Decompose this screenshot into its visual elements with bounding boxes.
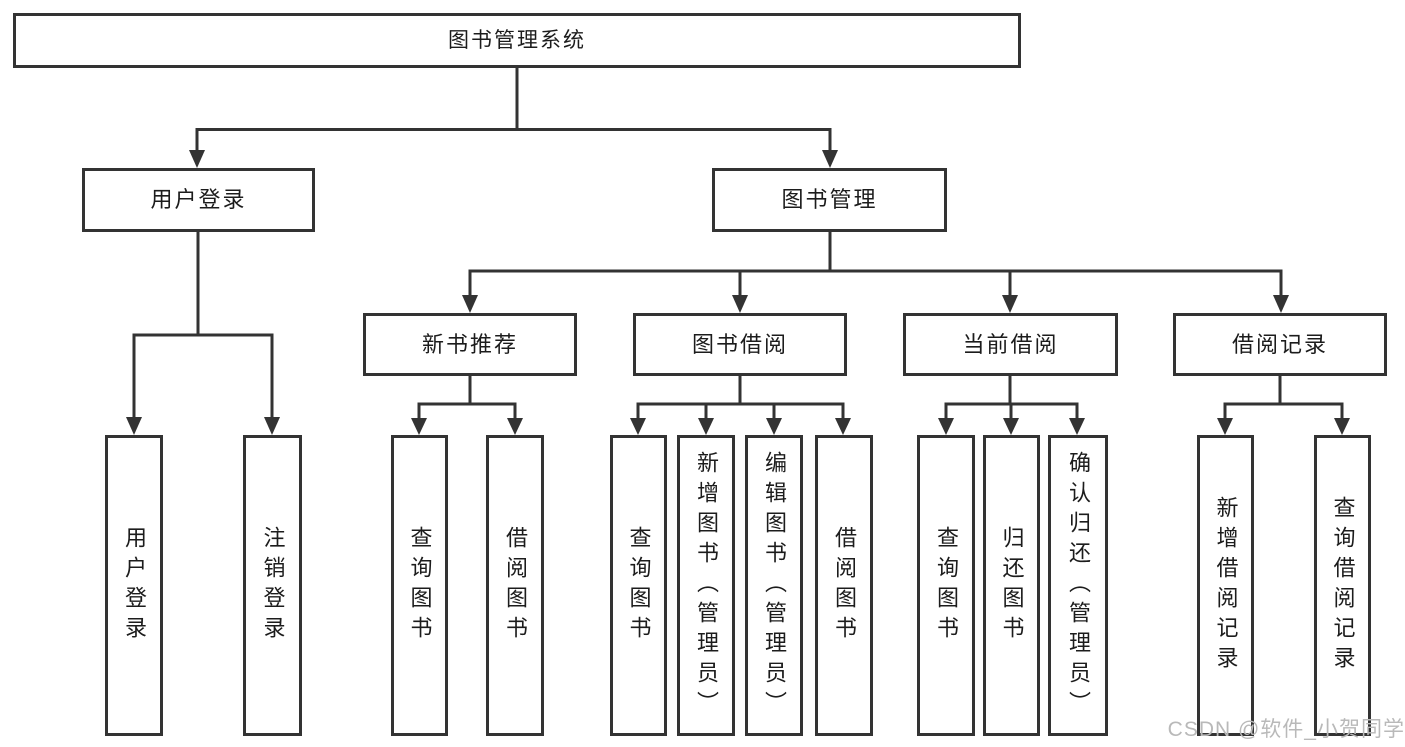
leaf-add-books-admin: 新增图书（管理员） bbox=[677, 435, 735, 736]
leaf-query-borrow-record: 查询借阅记录 bbox=[1314, 435, 1371, 736]
connector-user-login-children bbox=[126, 232, 280, 435]
leaf-borrow-books: 借阅图书 bbox=[815, 435, 873, 736]
connector-root-to-level2 bbox=[189, 68, 838, 168]
connector-borrow-record-children bbox=[1217, 376, 1350, 435]
connector-current-borrow-children bbox=[938, 376, 1085, 435]
leaf-logout: 注销登录 bbox=[243, 435, 302, 736]
leaf-return-books: 归还图书 bbox=[983, 435, 1040, 736]
leaf-edit-books-admin: 编辑图书（管理员） bbox=[745, 435, 803, 736]
leaf-borrow-books-recommend: 借阅图书 bbox=[486, 435, 544, 736]
node-book-management: 图书管理 bbox=[712, 168, 947, 232]
leaf-add-borrow-record: 新增借阅记录 bbox=[1197, 435, 1254, 736]
node-new-book-recommend: 新书推荐 bbox=[363, 313, 577, 376]
node-current-borrow: 当前借阅 bbox=[903, 313, 1118, 376]
watermark: CSDN @软件_小贺同学 bbox=[1167, 718, 1405, 741]
node-borrow-record: 借阅记录 bbox=[1173, 313, 1387, 376]
node-book-borrow: 图书借阅 bbox=[633, 313, 847, 376]
connector-new-book-children bbox=[411, 376, 523, 435]
leaf-query-books-current: 查询图书 bbox=[917, 435, 975, 736]
leaf-query-books-recommend: 查询图书 bbox=[391, 435, 448, 736]
leaf-confirm-return-admin: 确认归还（管理员） bbox=[1048, 435, 1108, 736]
leaf-user-login: 用户登录 bbox=[105, 435, 163, 736]
node-system-root: 图书管理系统 bbox=[13, 13, 1021, 68]
leaf-query-books-borrow: 查询图书 bbox=[610, 435, 667, 736]
connector-book-borrow-children bbox=[630, 376, 851, 435]
connector-book-mgmt-to-level3 bbox=[462, 232, 1289, 313]
node-user-login: 用户登录 bbox=[82, 168, 315, 232]
